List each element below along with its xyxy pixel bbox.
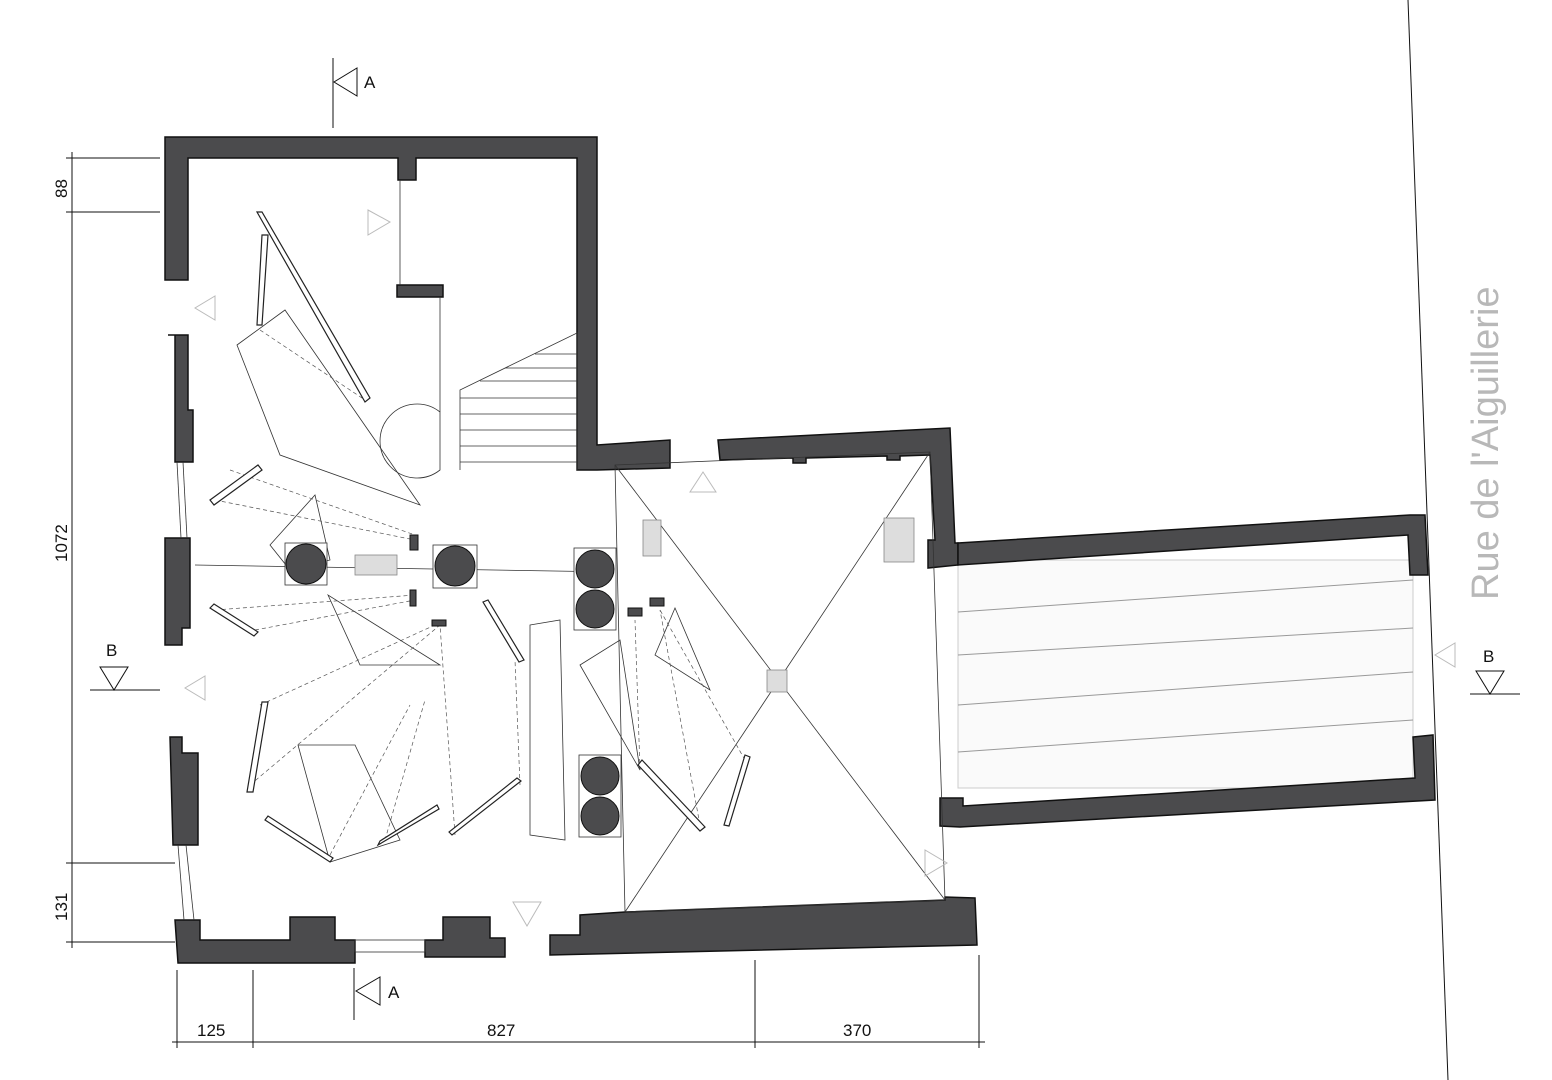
dimension-131: 131 <box>52 893 71 921</box>
paved-courtyard <box>957 559 1414 789</box>
street-edge-line <box>1407 0 1449 1080</box>
sight-lines <box>214 329 746 856</box>
section-marker-a-top: A <box>332 58 376 128</box>
display-panels <box>209 211 751 863</box>
ceiling-lines <box>194 309 946 913</box>
street-name: Rue de l'Aiguillerie <box>1465 286 1507 600</box>
section-marker-a-bottom: A <box>353 968 400 1020</box>
dimension-370: 370 <box>843 1021 871 1040</box>
dimension-125: 125 <box>197 1021 225 1040</box>
svg-text:A: A <box>388 983 400 1002</box>
svg-text:A: A <box>364 73 376 92</box>
dimension-1072: 1072 <box>52 524 71 562</box>
columns <box>284 542 622 838</box>
dimension-88: 88 <box>52 179 71 198</box>
direction-arrows <box>184 209 1456 927</box>
svg-text:B: B <box>1483 647 1494 666</box>
horizontal-dimensions: 125 827 370 <box>172 955 985 1048</box>
vertical-dimensions: 88 1072 131 <box>52 152 175 948</box>
dimension-827: 827 <box>487 1021 515 1040</box>
section-marker-b-left: B <box>90 641 160 691</box>
staircase <box>379 180 578 479</box>
walls <box>164 136 1436 964</box>
svg-text:B: B <box>106 641 117 660</box>
windows <box>176 461 426 953</box>
section-marker-b-right: B <box>1470 647 1520 695</box>
